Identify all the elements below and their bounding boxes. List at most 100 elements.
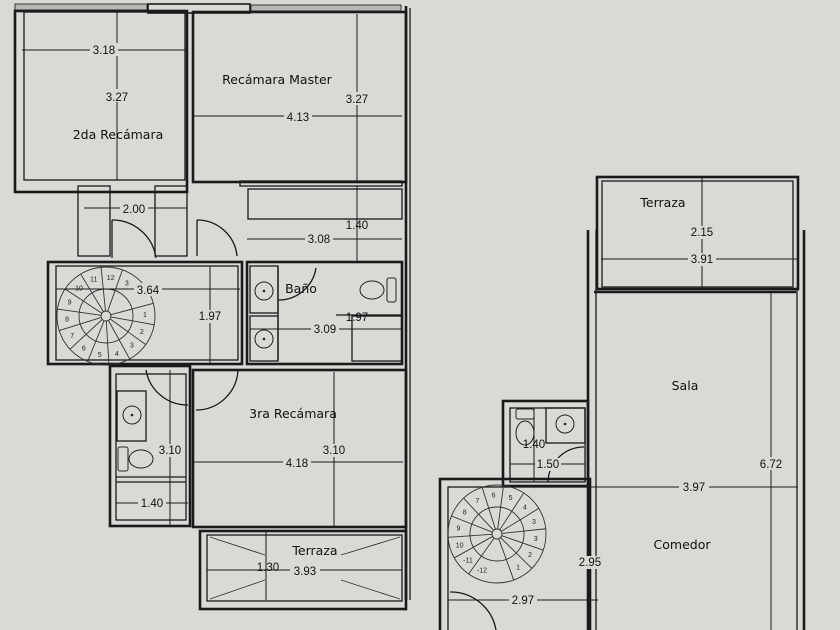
stair-step-number: 3	[532, 519, 536, 526]
dim-label: 2.00	[123, 204, 145, 216]
stair-tread	[501, 507, 539, 532]
stair-tread	[498, 538, 515, 581]
toilet-icon	[359, 277, 397, 303]
room-outline-bano	[245, 260, 404, 366]
stair-step-number: 2	[528, 552, 532, 559]
stair-tread	[59, 317, 102, 332]
room-outline-3ra-recamara	[191, 368, 408, 529]
door-swing	[145, 369, 189, 406]
upper-dim-labels: 3.18 3.27 4.13 3.27 2.00 3.08 1.40 3.64 …	[90, 43, 371, 578]
stair-step-number: 6	[492, 493, 496, 500]
stair-step-number: 3	[125, 281, 129, 288]
stair-tread	[451, 515, 493, 533]
dim-label: 1.40	[141, 498, 163, 510]
lower-dim-labels: 3.91 2.15 6.72 3.97 2.95 2.97 1.40 1.50	[509, 226, 785, 607]
dim-label: 2.15	[691, 227, 713, 239]
dim-label: 3.10	[159, 445, 181, 457]
stair-step-number: 11	[90, 277, 97, 284]
half-bath-lower-outline	[501, 399, 590, 488]
room-outline-terraza-lower	[595, 175, 800, 291]
stair-tread	[500, 537, 533, 569]
stair-tread	[80, 273, 104, 312]
stair-step-number: 1	[516, 564, 520, 571]
stair-tread	[64, 288, 103, 314]
door-swing	[196, 219, 238, 257]
stair-tread	[110, 302, 154, 316]
stair-tread	[501, 535, 544, 551]
stair-step-number: 3	[534, 536, 538, 543]
vanity	[116, 390, 147, 442]
stair-tread	[105, 320, 110, 365]
dim-label: 1.40	[346, 220, 368, 232]
dim-label: 4.18	[286, 458, 308, 470]
dim-label: 2.97	[512, 595, 534, 607]
stair-tread	[463, 497, 494, 531]
room-label-recamara-master: Recámara Master	[222, 72, 333, 87]
stair-tread	[57, 308, 102, 316]
terraza-inner	[206, 534, 403, 602]
stair-step-number: 3	[130, 343, 134, 350]
stair-step-number: -12	[477, 567, 487, 574]
shower	[351, 315, 403, 362]
stair-step-number: -11	[463, 558, 473, 565]
stair-tread	[499, 492, 525, 531]
lower-dimensions	[448, 178, 798, 630]
stair-step-number: 4	[523, 504, 527, 511]
dim-label: 3.27	[346, 94, 368, 106]
dim-label: 3.18	[93, 45, 115, 57]
stair-step-number: 8	[65, 317, 69, 324]
room-label-terraza-lower: Terraza	[639, 195, 685, 210]
room-label-terraza-upper: Terraza	[291, 543, 337, 558]
room-outline-2da-recamara-inner	[23, 11, 186, 181]
stair-tread	[69, 319, 103, 350]
half-bath-outline	[108, 364, 192, 528]
stair-step-number: 1	[143, 312, 147, 319]
dim-label: 1.97	[199, 311, 221, 323]
door-swing	[547, 446, 585, 483]
hall-inner	[55, 265, 239, 361]
door-swing	[111, 219, 157, 259]
stair-step-number: 12	[107, 275, 115, 282]
stair-tread	[454, 536, 493, 559]
room-outline-recamara-master	[191, 10, 408, 184]
dim-label: 1.40	[523, 439, 545, 451]
stair-step-number: 4	[115, 351, 119, 358]
hall-outline	[46, 260, 244, 366]
stair-tread	[497, 485, 505, 530]
dim-label: 3.91	[691, 254, 713, 266]
stair-tread	[468, 537, 495, 575]
dim-label: 1.97	[346, 312, 368, 324]
closet	[247, 188, 403, 220]
closet-wall	[239, 180, 403, 187]
room-label-3ra-recamara: 3ra Recámara	[249, 406, 337, 421]
stair-step-number: 10	[456, 543, 464, 550]
window	[250, 4, 402, 12]
toilet-icon	[515, 408, 535, 446]
door-swing	[195, 369, 239, 411]
stair-tread	[108, 320, 131, 360]
toilet-icon	[117, 446, 154, 472]
dim-label: 3.10	[323, 445, 345, 457]
room-outline-terraza-upper	[198, 529, 408, 611]
dim-label: 3.09	[314, 324, 336, 336]
stair-tread	[87, 320, 105, 362]
stair-tread	[501, 528, 546, 534]
stair-step-number: 7	[70, 333, 74, 340]
room-label-sala: Sala	[672, 378, 699, 393]
stair-step-number: 9	[68, 300, 72, 307]
room-outline-2da-recamara	[13, 9, 189, 194]
dim-label: 3.64	[137, 285, 160, 297]
stair-step-number: 9	[457, 526, 461, 533]
stair-tread	[109, 318, 147, 346]
stair-step-number: 6	[82, 346, 86, 353]
dim-label: 1.50	[537, 459, 559, 471]
closet-right	[154, 185, 188, 257]
door-swing	[277, 267, 317, 301]
room-label-bano: Baño	[285, 281, 317, 296]
dim-label: 4.13	[287, 112, 309, 124]
stair-step-number: 7	[475, 498, 479, 505]
